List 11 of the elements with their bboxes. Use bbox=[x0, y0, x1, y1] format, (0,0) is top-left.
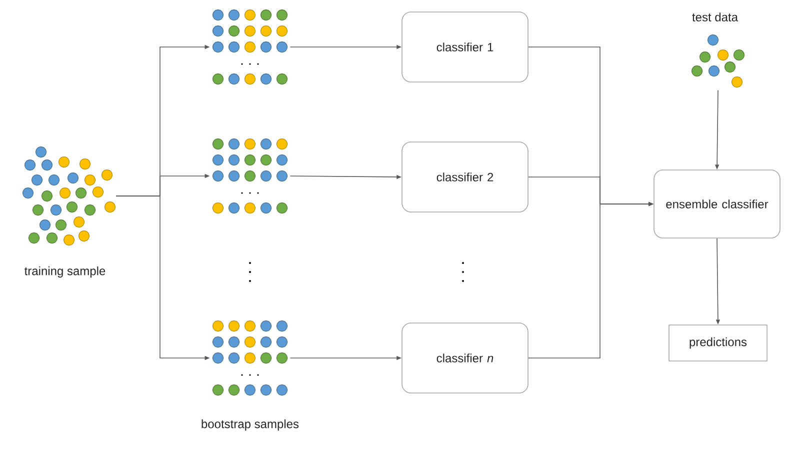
caption-text: bootstrap samples bbox=[202, 419, 299, 431]
process-box: ensemble classifier bbox=[654, 170, 780, 238]
dot-grid-drawing bbox=[212, 10, 288, 84]
process-box: classifier 2 bbox=[402, 142, 528, 212]
caption-text: test data bbox=[692, 12, 738, 22]
dot-grid-drawing bbox=[212, 138, 288, 214]
dot-grid-drawing bbox=[212, 320, 288, 396]
process-box: classifier n bbox=[402, 322, 528, 394]
result-box: predictions bbox=[668, 324, 768, 362]
caption-text: training sample bbox=[24, 266, 106, 278]
process-box: classifier 1 bbox=[402, 12, 528, 82]
